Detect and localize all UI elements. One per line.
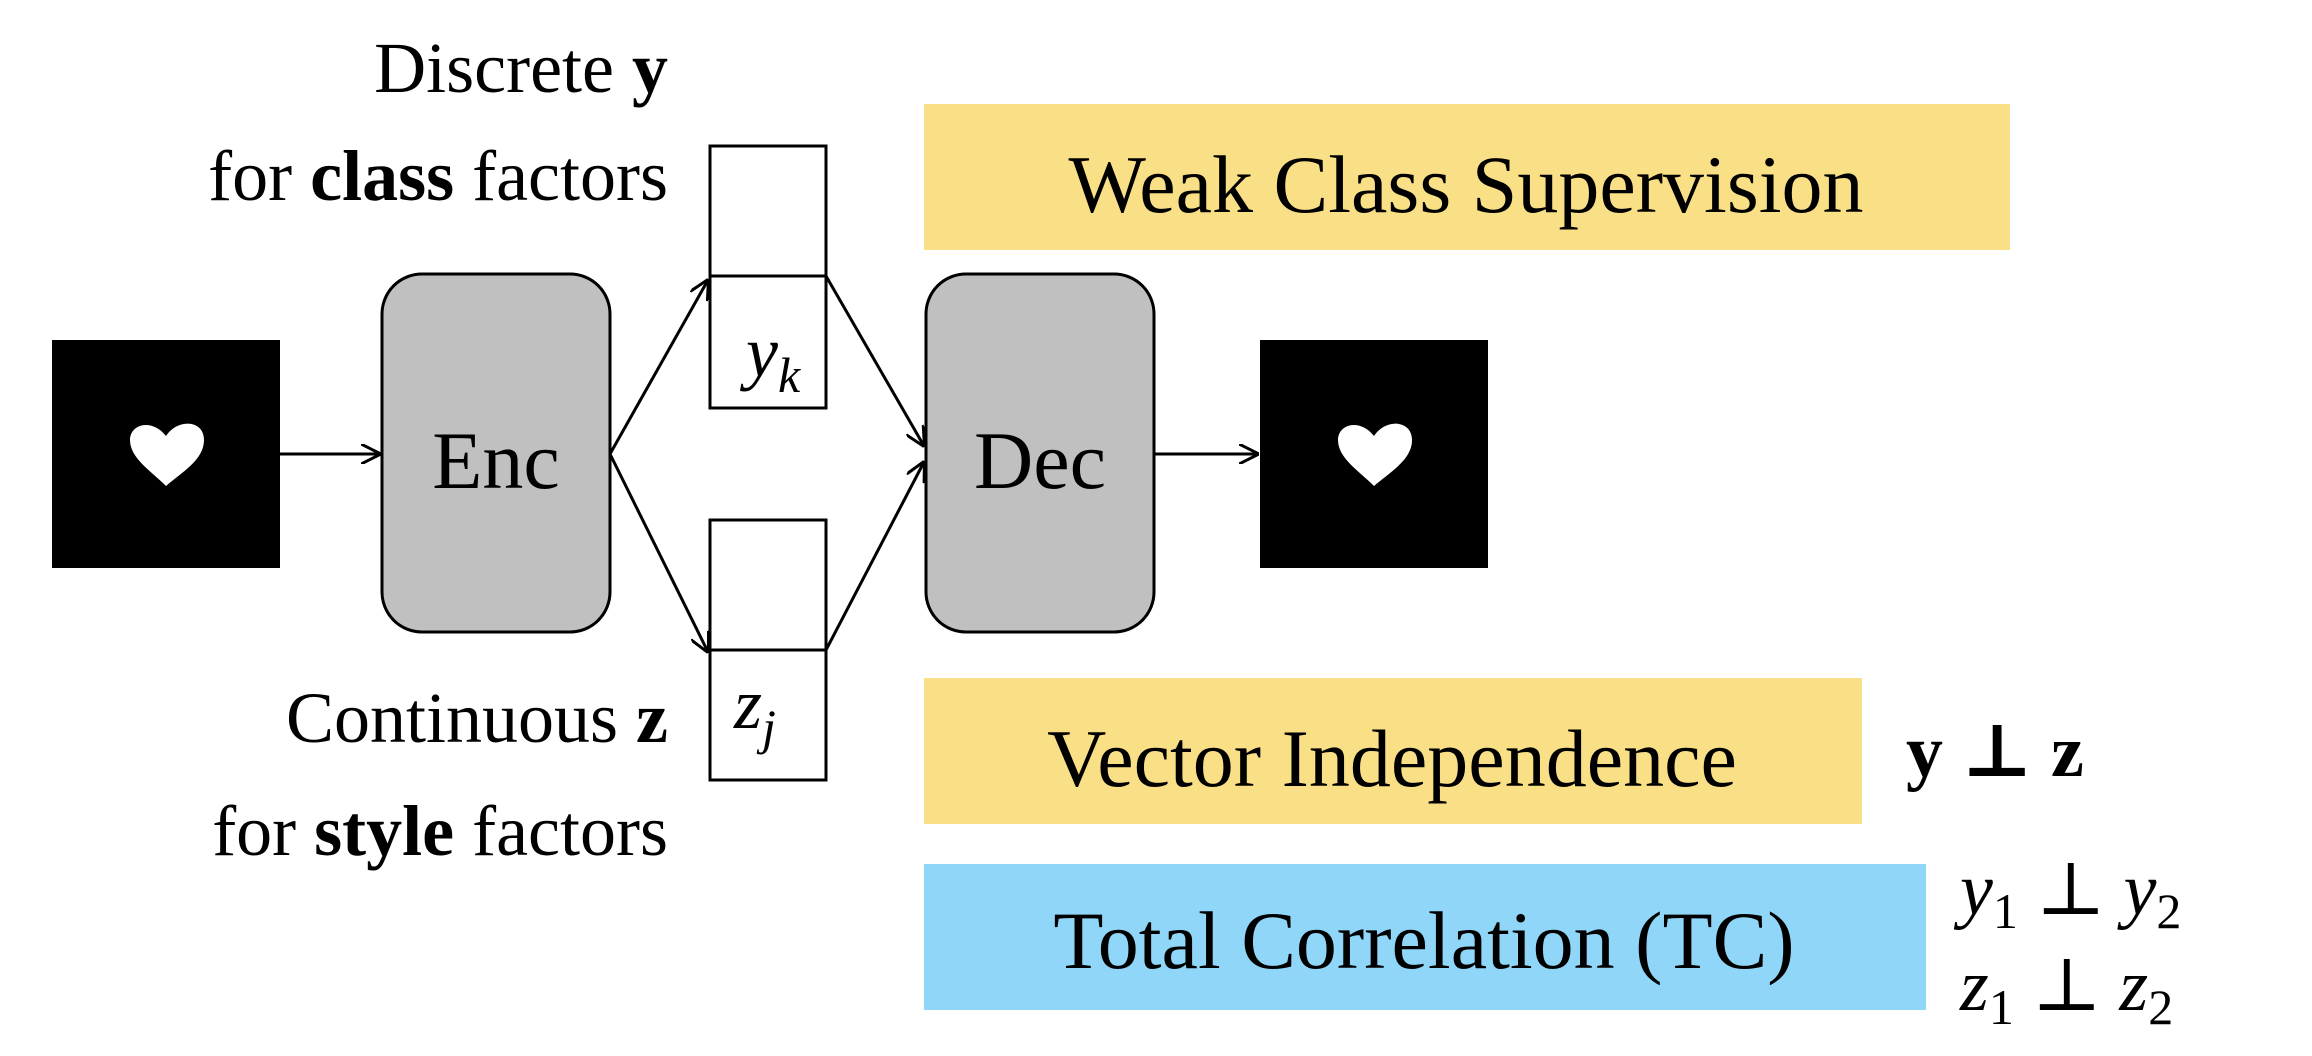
arrow-z-to-decoder [824, 462, 924, 651]
weak-supervision-label: Weak Class Supervision [1068, 139, 1863, 230]
arrow-y-to-decoder [824, 275, 924, 446]
discrete-label-line2: for class factors [208, 136, 668, 216]
continuous-label-line1: Continuous z [286, 678, 668, 758]
total-correlation-box: Total Correlation (TC) [924, 864, 1926, 1010]
heart-icon [1338, 423, 1412, 486]
encoder-label: Enc [432, 415, 559, 506]
total-correlation-label: Total Correlation (TC) [1053, 895, 1794, 986]
arrow-encoder-to-y [608, 280, 708, 455]
heart-icon [130, 423, 204, 486]
vector-independence-box: Vector Independence [924, 678, 1862, 824]
encoder-node: Enc [380, 272, 612, 634]
arrows [280, 275, 1258, 652]
latent-z-vector: zj [708, 518, 828, 782]
vector-independence-equation: y ⊥ z [1906, 711, 2084, 793]
decoder-node: Dec [924, 272, 1156, 634]
vector-independence-label: Vector Independence [1047, 713, 1737, 804]
decoder-label: Dec [974, 415, 1106, 506]
tc-equation-z: z1⊥z2 [1959, 945, 2173, 1035]
discrete-label-line1: Discrete y [374, 28, 668, 108]
input-image [52, 340, 280, 568]
arrow-encoder-to-z [608, 453, 708, 652]
output-image [1260, 340, 1488, 568]
latent-y-label: yk [739, 312, 801, 403]
latent-y-vector: yk [708, 144, 828, 410]
continuous-label-line2: for style factors [212, 791, 668, 871]
latent-z-label: zj [733, 664, 776, 755]
tc-equation-y: y1⊥y2 [1953, 849, 2181, 939]
weak-supervision-box: Weak Class Supervision [924, 104, 2010, 250]
